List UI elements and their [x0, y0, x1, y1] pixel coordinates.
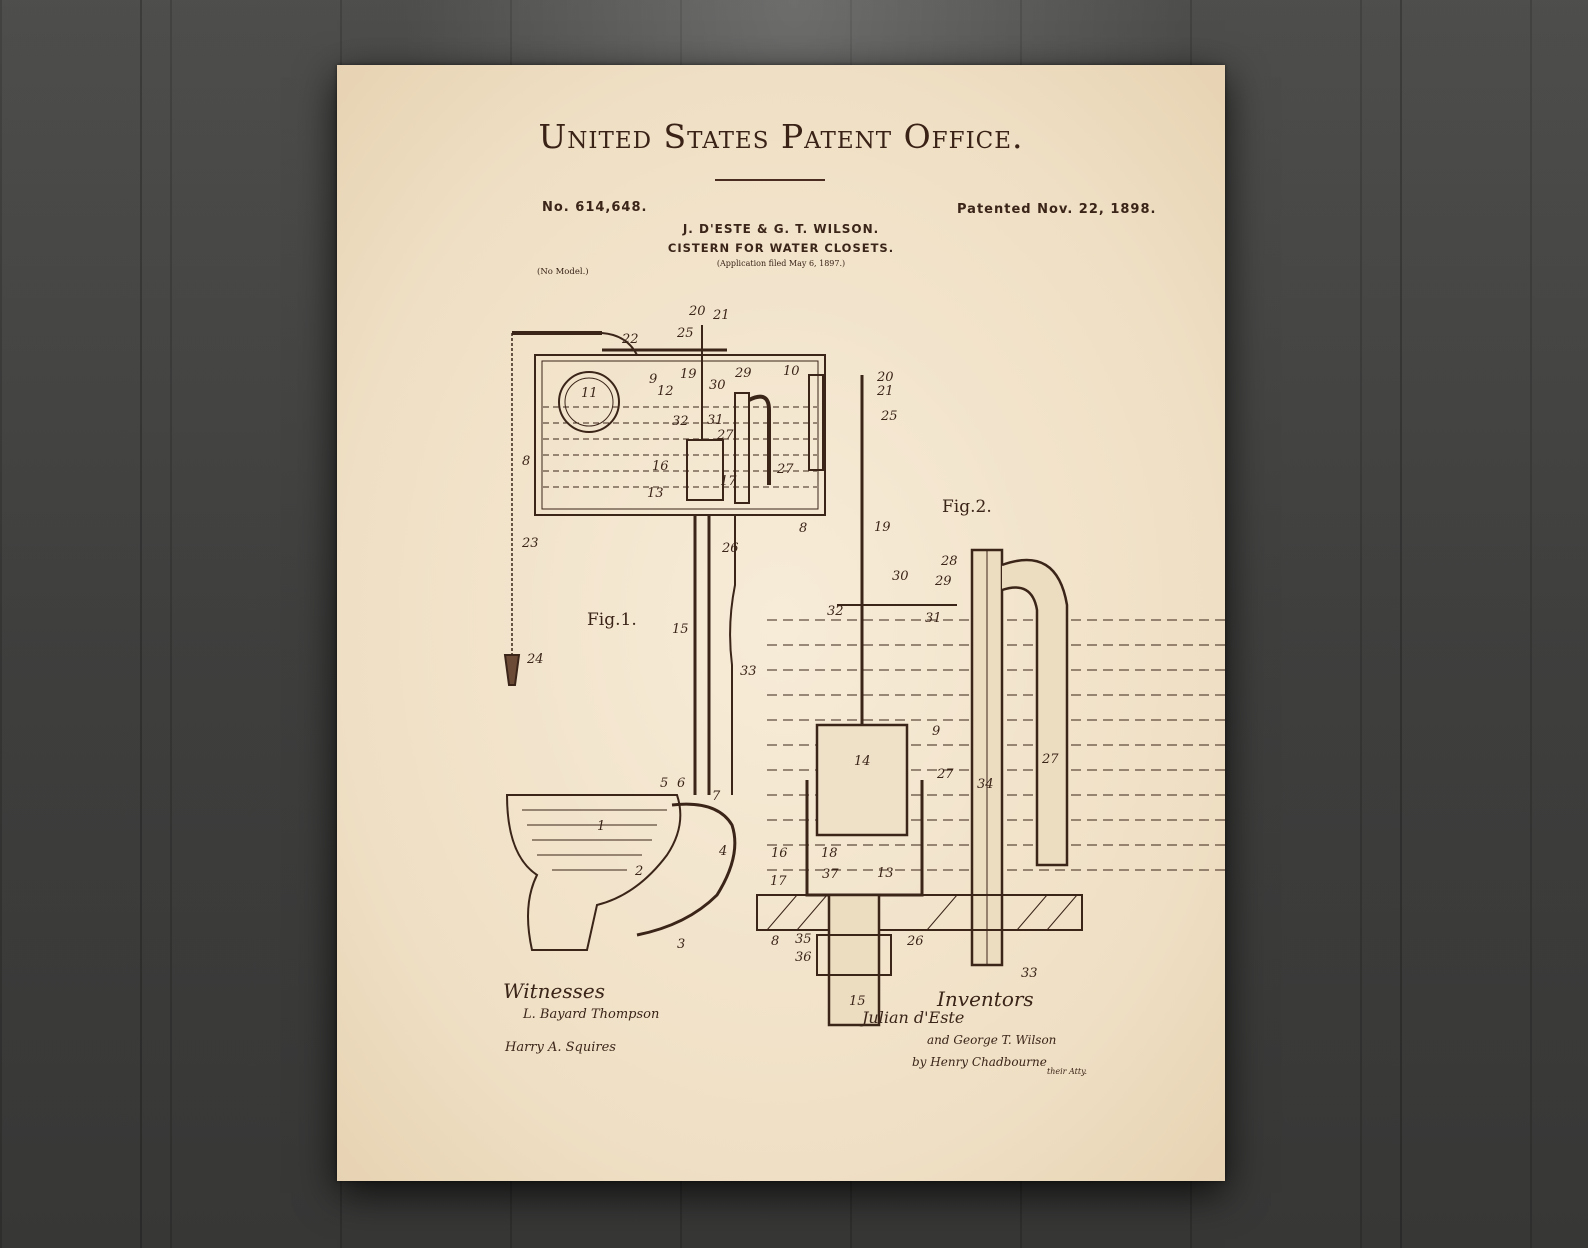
cistern-tank — [534, 354, 826, 516]
svg-text:29: 29 — [734, 366, 752, 381]
svg-text:18: 18 — [821, 846, 838, 861]
title-rule — [715, 179, 825, 181]
svg-text:17: 17 — [720, 474, 737, 489]
svg-text:8: 8 — [522, 454, 530, 469]
filing-date: (Application filed May 6, 1897.) — [716, 259, 846, 268]
tank-water-lines — [543, 406, 817, 488]
svg-text:30: 30 — [892, 569, 909, 584]
svg-text:21: 21 — [712, 308, 730, 323]
svg-text:5: 5 — [660, 776, 668, 791]
svg-text:37: 37 — [822, 867, 839, 882]
svg-text:15: 15 — [849, 994, 866, 1009]
patent-subject: CISTERN FOR WATER CLOSETS. — [667, 241, 895, 255]
svg-text:24: 24 — [526, 652, 544, 667]
no-model-note: (No Model.) — [537, 267, 589, 277]
svg-text:10: 10 — [783, 364, 800, 379]
svg-text:9: 9 — [649, 372, 657, 387]
svg-text:8: 8 — [771, 934, 779, 949]
svg-text:1: 1 — [597, 819, 605, 834]
witness-signature-1: L. Bayard Thompson — [523, 1007, 660, 1022]
svg-text:34: 34 — [977, 777, 994, 792]
svg-text:19: 19 — [680, 367, 697, 382]
svg-text:2: 2 — [634, 864, 643, 879]
svg-text:13: 13 — [877, 866, 894, 881]
float-ball — [558, 371, 620, 433]
svg-text:32: 32 — [672, 414, 689, 429]
svg-text:36: 36 — [795, 950, 812, 965]
fig2-overflow-pipe — [1001, 558, 1069, 867]
figure-2-label: Fig.2. — [942, 497, 992, 517]
svg-text:27: 27 — [776, 462, 794, 477]
patent-date: Patented Nov. 22, 1898. — [957, 202, 1157, 217]
inventor-names: J. D'ESTE & G. T. WILSON. — [682, 222, 880, 236]
inventor-signature-2: and George T. Wilson — [927, 1033, 1057, 1047]
svg-text:20: 20 — [876, 370, 894, 385]
figure-1-label: Fig.1. — [587, 610, 637, 630]
svg-text:31: 31 — [707, 413, 724, 428]
svg-text:27: 27 — [1041, 752, 1059, 767]
attorney-signature: by Henry Chadbourne — [912, 1055, 1047, 1069]
inventors-label: Inventors — [937, 987, 1034, 1011]
svg-text:26: 26 — [906, 934, 924, 949]
svg-text:4: 4 — [718, 844, 727, 859]
svg-text:6: 6 — [677, 776, 685, 791]
patent-office-title: United States Patent Office. — [538, 117, 1024, 156]
svg-text:29: 29 — [934, 574, 952, 589]
svg-text:3: 3 — [677, 937, 685, 952]
svg-text:33: 33 — [740, 664, 757, 679]
svg-text:27: 27 — [936, 767, 954, 782]
wall-seam — [140, 0, 142, 1248]
bowl-hatch — [527, 824, 657, 871]
svg-text:23: 23 — [521, 536, 539, 551]
wall-seam — [1400, 0, 1402, 1248]
svg-text:31: 31 — [925, 611, 942, 626]
svg-text:21: 21 — [876, 384, 894, 399]
svg-text:16: 16 — [652, 459, 669, 474]
fig2-outlet — [827, 893, 881, 1027]
svg-text:8: 8 — [799, 521, 807, 536]
attorney-role: their Atty. — [1047, 1067, 1088, 1076]
valve-body — [686, 439, 724, 501]
svg-text:11: 11 — [581, 386, 598, 401]
svg-text:14: 14 — [854, 754, 871, 769]
svg-text:22: 22 — [621, 332, 639, 347]
fig2-water-lines — [767, 619, 1225, 871]
svg-text:17: 17 — [770, 874, 787, 889]
svg-text:30: 30 — [709, 378, 726, 393]
svg-text:27: 27 — [716, 428, 734, 443]
witness-signature-2: Harry A. Squires — [505, 1040, 616, 1055]
toilet-bowl — [505, 794, 682, 951]
patent-poster: United States Patent Office. No. 614,648… — [337, 65, 1225, 1181]
svg-text:9: 9 — [932, 724, 940, 739]
svg-text:13: 13 — [647, 486, 664, 501]
svg-text:16: 16 — [771, 846, 788, 861]
svg-text:15: 15 — [672, 622, 689, 637]
fig2-bell — [815, 723, 909, 837]
svg-text:19: 19 — [874, 520, 891, 535]
fig2-floor-slab — [756, 894, 1083, 931]
svg-text:35: 35 — [795, 932, 812, 947]
svg-text:26: 26 — [721, 541, 739, 556]
svg-text:25: 25 — [880, 409, 898, 424]
svg-text:20: 20 — [688, 304, 706, 319]
svg-text:25: 25 — [676, 326, 694, 341]
chain-weight — [503, 654, 521, 686]
svg-text:28: 28 — [940, 554, 958, 569]
svg-text:33: 33 — [1021, 966, 1038, 981]
witnesses-label: Witnesses — [503, 979, 605, 1003]
svg-text:7: 7 — [712, 789, 721, 804]
patent-number: No. 614,648. — [542, 200, 648, 215]
inventor-signature-1: Julian d'Este — [862, 1008, 965, 1027]
svg-text:12: 12 — [657, 384, 674, 399]
svg-text:32: 32 — [827, 604, 844, 619]
